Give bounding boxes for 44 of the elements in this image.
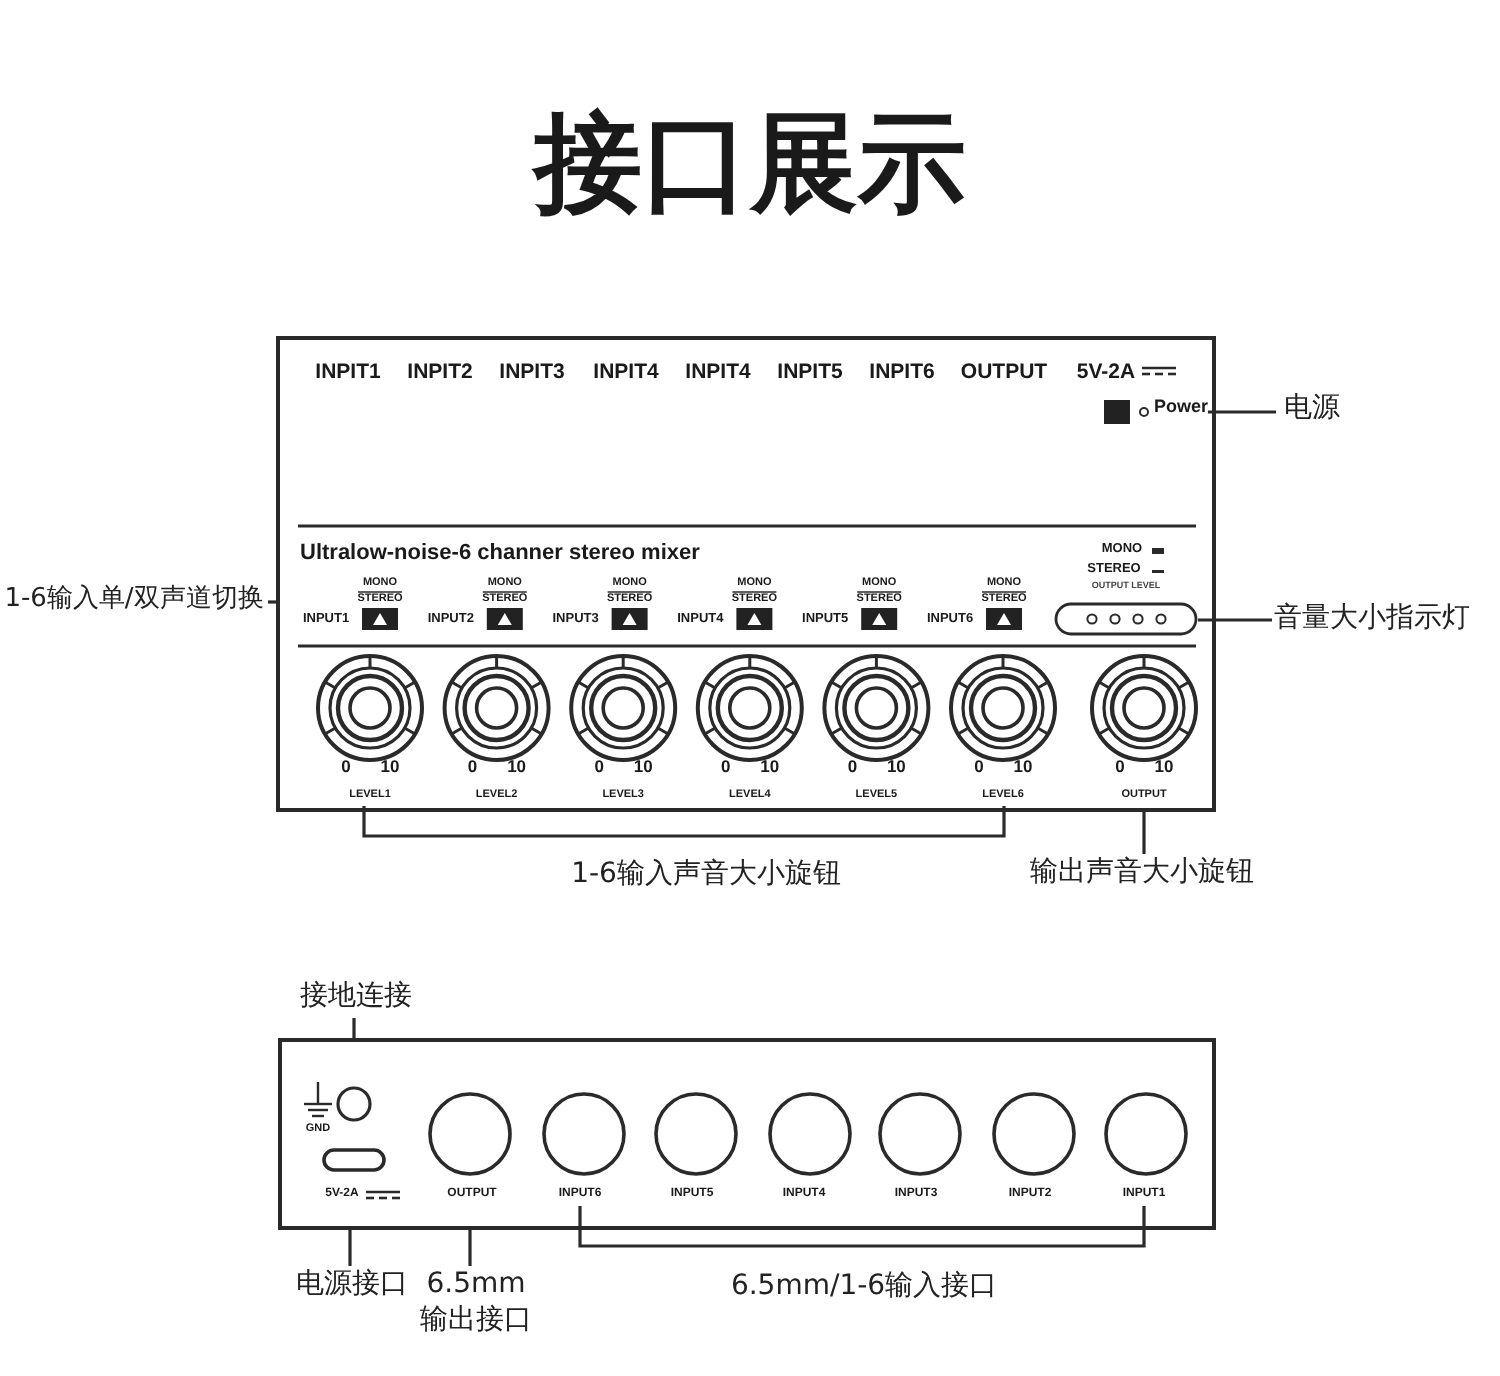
leader-line: [1208, 410, 1276, 414]
panel-outline: [276, 336, 1216, 812]
leader-line: [468, 1230, 472, 1266]
title: 接口展示: [529, 104, 968, 223]
leader-line: [1198, 618, 1272, 622]
scale-mark: 10: [507, 757, 527, 775]
port-label: INPIT3: [499, 361, 565, 383]
scale-mark: 10: [1013, 757, 1033, 775]
port-label: INPIT1: [315, 361, 381, 383]
callout-label: 1-6输入单/双声道切换: [2, 584, 266, 618]
scale-mark: 0: [847, 757, 858, 775]
scale-mark: 10: [633, 757, 653, 775]
bracket-label: 6.5mm/1-6输入接口: [730, 1272, 998, 1300]
indicator-label: Power: [1154, 398, 1208, 416]
callout-label: 电源: [1282, 390, 1342, 427]
scale-mark: 10: [886, 757, 906, 775]
scale-mark: 0: [1115, 757, 1125, 775]
scale-mark: 10: [1154, 757, 1174, 775]
leader-line: [1142, 812, 1146, 854]
product-description: Ultralow-noise-6 channer stereo mixer: [300, 543, 700, 565]
callout-label: 输出声音大小旋钮: [1028, 854, 1256, 891]
scale-mark: 0: [974, 757, 984, 775]
scale-mark: 0: [467, 757, 478, 775]
callout-label: 音量大小指示灯: [1272, 600, 1472, 637]
scale-mark: 0: [721, 757, 731, 775]
port-label: INPIT6: [869, 361, 935, 383]
bracket-label: 1-6输入声音大小旋钮: [571, 860, 841, 888]
scale-mark: 10: [760, 757, 780, 775]
scale-mark: 0: [341, 757, 351, 775]
callout-label: 接地连接: [298, 978, 414, 1015]
callout-label: 电源接口: [294, 1266, 410, 1303]
leader-line: [348, 1230, 352, 1266]
leader-line: [352, 1018, 356, 1038]
port-label: OUTPUT: [960, 361, 1048, 383]
callout-label: 6.5mm 输出接口: [418, 1266, 534, 1339]
port-label: INPIT4: [685, 361, 751, 383]
port-label: INPIT2: [407, 361, 473, 383]
port-label: INPIT5: [777, 361, 843, 383]
port-label: INPIT4: [593, 361, 659, 383]
scale-mark: 0: [594, 757, 604, 775]
panel-outline: [278, 1038, 1216, 1230]
port-label: 5V-2A: [1076, 361, 1136, 383]
scale-mark: 10: [380, 757, 400, 775]
leader-line: [268, 600, 276, 604]
